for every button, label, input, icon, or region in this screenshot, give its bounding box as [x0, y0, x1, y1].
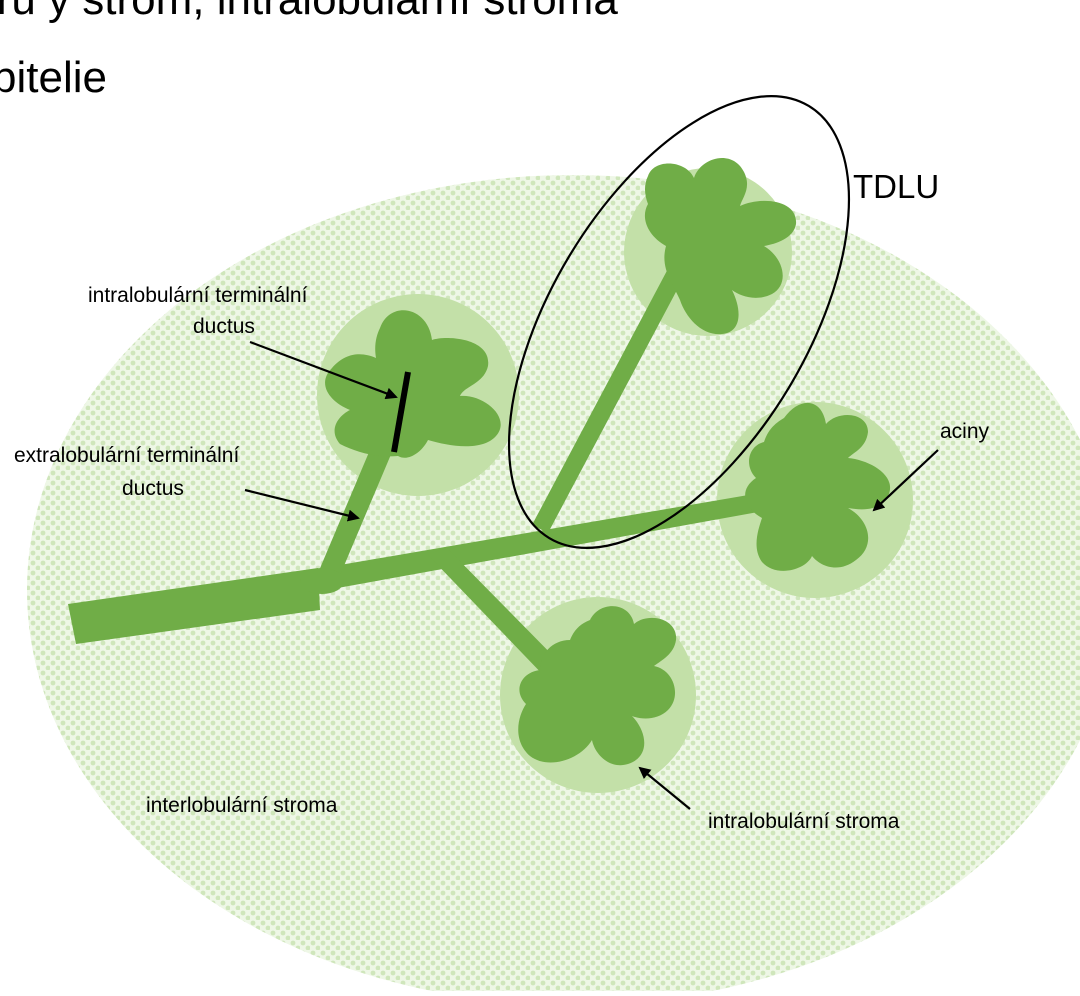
acini-cluster-right — [745, 402, 891, 571]
interlobular-stroma-label: interlobulární stroma — [146, 794, 338, 817]
acini-cluster-left — [325, 310, 501, 458]
aciny-label: aciny — [940, 420, 990, 443]
acini-cluster-top — [644, 157, 797, 335]
duct-junction — [300, 568, 344, 594]
extralobular-duct-label-line1: extralobulární terminální — [14, 444, 239, 467]
intralobular-stroma-label: intralobulární stroma — [708, 810, 900, 833]
acini-cluster-bottom — [518, 606, 677, 766]
arrow-aciny — [872, 449, 939, 512]
heading-line-1: atru ý strom, intralobulární stroma — [0, 0, 618, 24]
intralobular-duct-label-line1: intralobulární terminální — [88, 284, 308, 307]
duct-to-bottom-lobule — [428, 547, 565, 680]
branch-duct — [305, 493, 764, 593]
main-duct — [68, 568, 320, 644]
arrow-extralobular-duct — [244, 488, 360, 522]
duct-to-top-lobule — [532, 265, 686, 533]
duct-tree — [68, 265, 764, 680]
heading-line-2: pitelie — [0, 53, 107, 102]
intralobular-duct-marker — [391, 371, 411, 453]
arrow-intralobular-stroma — [638, 766, 691, 810]
tdlu-outline — [507, 95, 851, 549]
arrow-intralobular-duct — [249, 340, 398, 400]
extralobular-duct-label-line2: ductus — [122, 477, 184, 500]
intralobular-duct-label-line2: ductus — [193, 315, 255, 338]
tdlu-label: TDLU — [853, 168, 939, 205]
interlobular-stroma-area — [27, 175, 1080, 996]
